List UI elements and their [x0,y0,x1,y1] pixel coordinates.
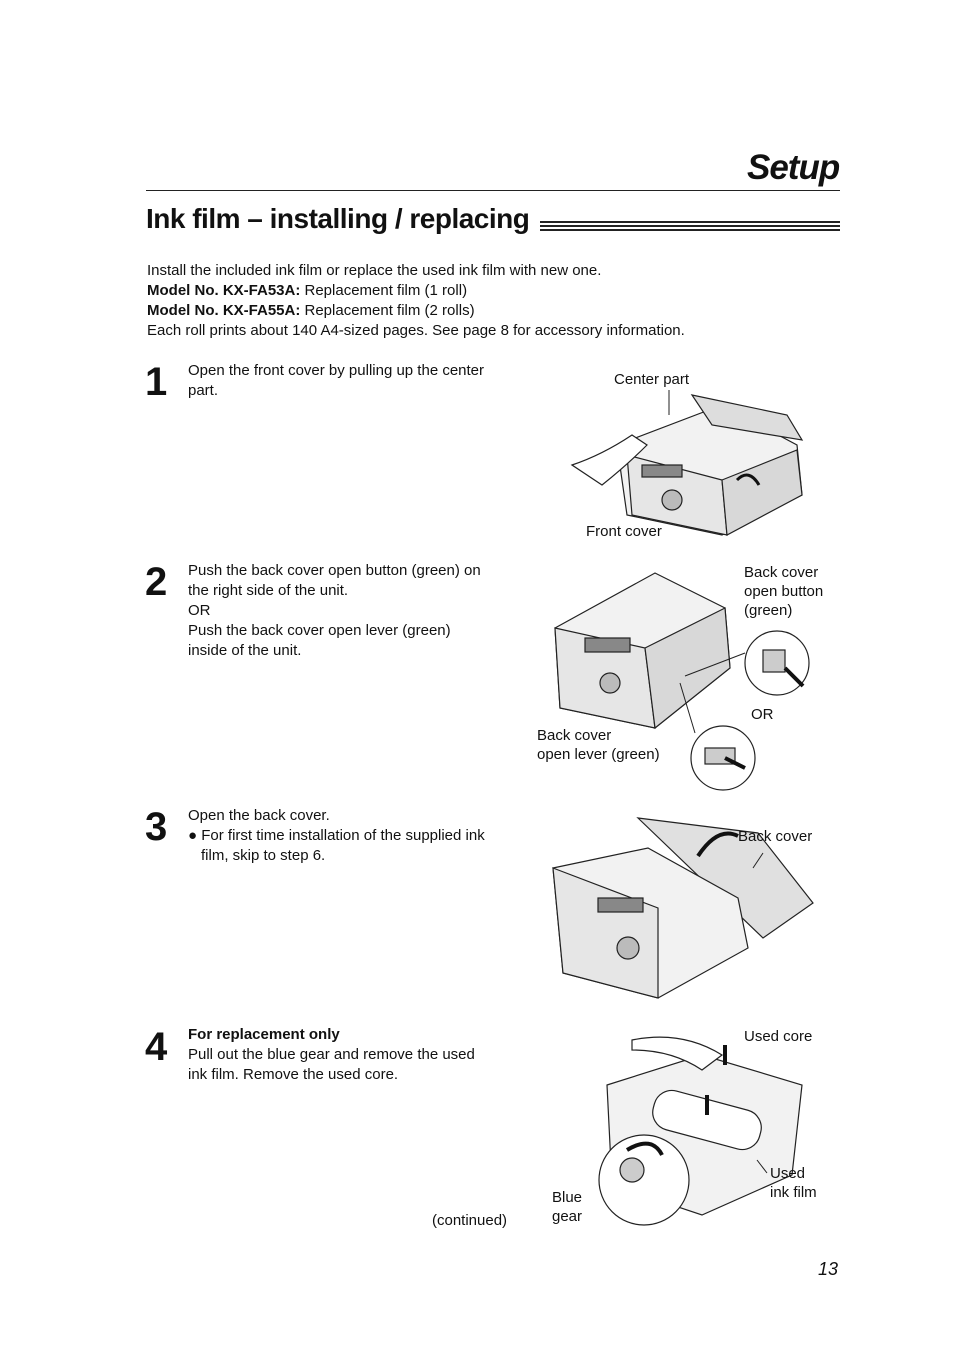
step-line: Open the front cover by pulling up the c… [188,362,485,379]
intro-model-2: Model No. KX-FA55A: Replacement film (2 … [147,301,475,321]
step-number: 2 [145,560,168,604]
step-line: part. [188,382,219,399]
label-line: gear [552,1208,583,1225]
label-line: (green) [744,602,793,619]
fax-front-cover-illustration [570,390,804,536]
step-line: Push the back cover open button (green) … [188,562,481,579]
fax-remove-ink-film-illustration [598,1036,803,1226]
heading-rule [540,221,840,223]
fax-open-back-cover-illustration [552,817,814,999]
model-description: Replacement film (1 roll) [300,282,468,299]
label-line: Blue [552,1189,583,1206]
step-line: film, skip to step 6. [201,847,326,864]
step-3-text: Open the back cover. ● For first time in… [188,806,518,866]
intro-model-1: Model No. KX-FA53A: Replacement film (1 … [147,281,467,301]
page-heading: Ink film – installing / replacing [146,203,530,234]
step-number: 4 [145,1025,168,1069]
label-used-ink-film: Used ink film [770,1164,817,1202]
label-line: open button [744,583,824,600]
label-blue-gear: Blue gear [552,1188,582,1226]
label-back-cover-open-button: Back cover open button (green) [744,563,823,620]
label-back-cover-open-lever: Back cover open lever (green) [537,726,660,764]
step-line: Push the back cover open lever (green) [188,622,451,639]
intro-line: Each roll prints about 140 A4-sized page… [147,322,685,339]
continued-note: (continued) [432,1212,508,1229]
heading-rule [540,229,840,231]
model-number: Model No. KX-FA53A: [147,282,301,299]
page-number: 13 [818,1259,839,1279]
step-line: the right side of the unit. [188,582,349,599]
label-center-part: Center part [614,371,690,388]
fax-back-cover-button-illustration [554,572,810,791]
label-line: Back cover [537,727,612,744]
step-bold-line: For replacement only [188,1026,340,1043]
label-back-cover: Back cover [738,828,813,845]
label-line: open lever (green) [537,746,660,763]
label-used-core: Used core [744,1028,813,1045]
label-line: Used [770,1165,806,1182]
step-line: inside of the unit. [188,642,302,659]
heading-rule [540,225,840,227]
step-line: ● For first time installation of the sup… [188,827,485,844]
step-2-text: Push the back cover open button (green) … [188,561,518,661]
step-line: OR [188,602,211,619]
section-divider [146,190,840,191]
label-or: OR [751,706,774,723]
section-title: Setup [747,148,840,187]
label-front-cover: Front cover [586,523,662,540]
intro-line: Install the included ink film or replace… [147,262,602,279]
step-line: Pull out the blue gear and remove the us… [188,1046,475,1063]
model-description: Replacement film (2 rolls) [300,302,475,319]
label-line: ink film [770,1184,817,1201]
step-4-text: For replacement only Pull out the blue g… [188,1025,518,1085]
model-number: Model No. KX-FA55A: [147,302,301,319]
step-line: ink film. Remove the used core. [188,1066,399,1083]
step-1-text: Open the front cover by pulling up the c… [188,361,518,401]
step-number: 1 [145,360,168,404]
label-line: Back cover [744,564,819,581]
step-number: 3 [145,805,168,849]
step-line: Open the back cover. [188,807,330,824]
